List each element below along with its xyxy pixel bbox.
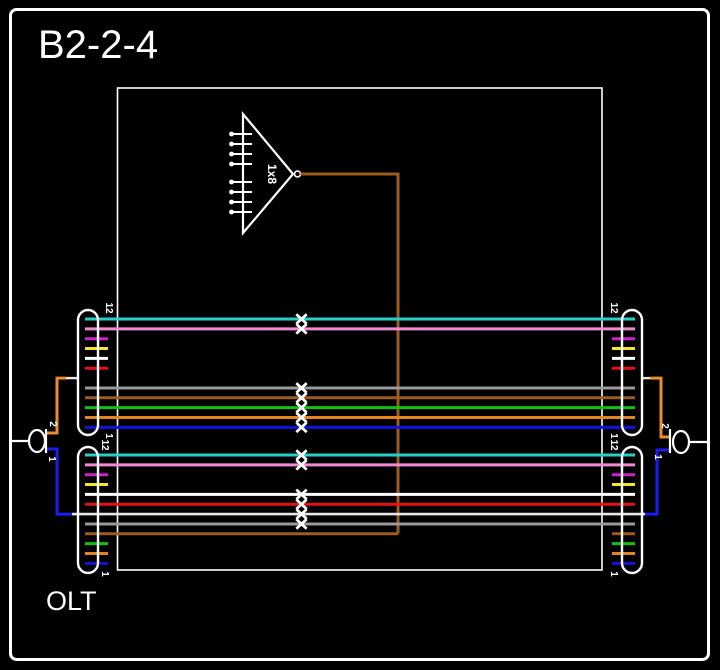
splitter-feed-line — [300, 172, 400, 534]
cable-label-12: 12 — [608, 439, 619, 451]
cable-label-1: 1 — [99, 571, 110, 577]
splice-x — [295, 518, 308, 530]
cable-label-12: 12 — [608, 302, 619, 314]
patch-right-port1-blue — [645, 448, 670, 516]
connector-right-port2-label: 2 — [659, 423, 670, 429]
patch-left-port1-blue — [46, 447, 72, 516]
connector-left-port2-label: 2 — [47, 421, 58, 427]
olt-label: OLT — [46, 586, 97, 616]
connector-right-body — [671, 429, 691, 455]
splitter-ratio-label: 1x8 — [265, 164, 279, 184]
cable-end-left-top — [76, 308, 100, 437]
splitter-port-dot — [229, 131, 234, 137]
splice-x — [295, 459, 308, 471]
splice-x — [295, 421, 308, 434]
splice-x — [295, 392, 308, 404]
connector-right-port1-label: 1 — [652, 454, 663, 460]
splice-x — [295, 508, 308, 520]
splice-x — [295, 498, 308, 511]
splitter-port-dot — [229, 141, 234, 147]
cable-label-12: 12 — [99, 439, 110, 451]
cable-label-1: 1 — [103, 433, 114, 439]
connector-left-body — [27, 428, 47, 454]
connector-left-port1-label: 1 — [46, 456, 57, 462]
splice-x — [295, 401, 308, 414]
patch-right-port2-orange — [650, 376, 670, 439]
splitter-port-dot — [229, 179, 234, 185]
splitter-port-dot — [229, 161, 234, 167]
splice-x — [295, 488, 308, 501]
splice-x — [295, 411, 308, 424]
splice-x — [295, 449, 308, 461]
cable-end-right-top — [620, 308, 644, 437]
cable-end-left-bottom — [76, 445, 100, 575]
cable-label-1: 1 — [608, 433, 619, 439]
splitter-port-dot — [229, 151, 234, 157]
outer-border — [9, 8, 710, 661]
splice-x — [295, 313, 308, 325]
splitter-port-dot — [229, 209, 234, 215]
page-title: B2-2-4 — [38, 23, 158, 67]
patch-left-port2-orange — [46, 376, 66, 435]
splice-x — [295, 382, 308, 394]
splitter-port-dot — [229, 189, 234, 195]
cable-end-right-bottom — [620, 445, 644, 575]
cable-label-12: 12 — [103, 302, 114, 314]
splitter-triangle — [241, 110, 295, 236]
cable-label-1: 1 — [608, 571, 619, 577]
splitter-output-port — [293, 170, 302, 178]
splitter-port-dot — [229, 199, 234, 205]
splice-x — [295, 323, 308, 335]
